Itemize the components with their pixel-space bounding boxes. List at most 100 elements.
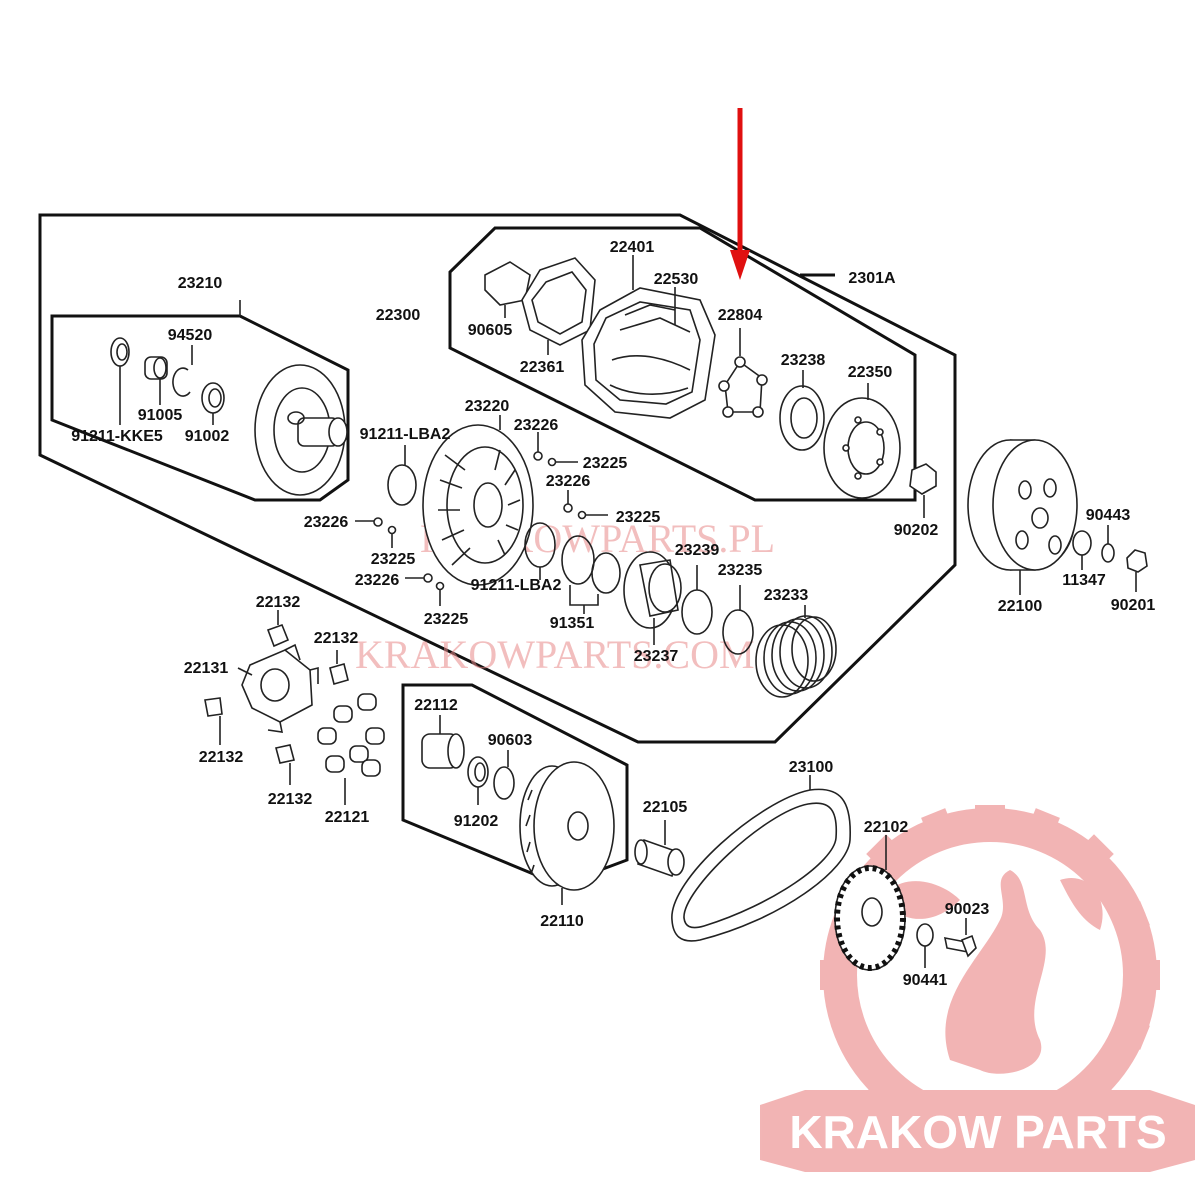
label-94520: 94520 bbox=[168, 327, 213, 344]
seal-91211-kke5-part bbox=[110, 337, 130, 425]
label-23225-d: 23225 bbox=[424, 611, 469, 628]
label-90603: 90603 bbox=[488, 732, 533, 749]
label-91211-kke5: 91211-KKE5 bbox=[71, 428, 163, 445]
label-22361: 22361 bbox=[520, 359, 565, 376]
guide-22132c-part bbox=[204, 697, 223, 745]
label-22530: 22530 bbox=[654, 271, 699, 288]
label-22121: 22121 bbox=[325, 809, 370, 826]
label-23100: 23100 bbox=[789, 759, 834, 776]
label-23226-b: 23226 bbox=[546, 473, 591, 490]
assembly-outline-22300 bbox=[448, 226, 917, 502]
screw-23226b-part bbox=[563, 490, 573, 513]
guide-22132d-part bbox=[275, 744, 295, 785]
label-90023: 90023 bbox=[945, 901, 990, 918]
label-2301a: 2301A bbox=[848, 270, 896, 287]
watermark-com: KRAKOWPARTS.COM bbox=[355, 632, 755, 677]
pins-22804-part bbox=[718, 328, 768, 418]
spring-plate-22530-part bbox=[624, 287, 676, 325]
label-22132-left: 22132 bbox=[199, 749, 244, 766]
label-23238: 23238 bbox=[781, 352, 826, 369]
label-90201: 90201 bbox=[1111, 597, 1156, 614]
logo-text: KRAKOW PARTS bbox=[789, 1106, 1166, 1158]
rollers-22121-part bbox=[317, 693, 385, 805]
label-22132-top: 22132 bbox=[256, 594, 301, 611]
label-23237: 23237 bbox=[634, 648, 679, 665]
label-91211-lba2-top: 91211-LBA2 bbox=[360, 426, 451, 443]
label-23210: 23210 bbox=[178, 275, 223, 292]
label-23225-b: 23225 bbox=[616, 509, 661, 526]
label-22131: 22131 bbox=[184, 660, 229, 677]
drive-belt-23100-part bbox=[671, 775, 851, 942]
bearing-23238-part bbox=[779, 370, 825, 451]
label-11347: 11347 bbox=[1062, 572, 1106, 589]
red-arrow-icon bbox=[730, 108, 750, 280]
label-23226-c: 23226 bbox=[304, 514, 349, 531]
springs-90605-part bbox=[484, 261, 531, 318]
label-22110: 22110 bbox=[540, 913, 584, 930]
label-90605: 90605 bbox=[468, 322, 513, 339]
oring-91211-lba2b-part bbox=[524, 522, 556, 580]
gasket-22361-part bbox=[521, 257, 596, 355]
bearing-91002-part bbox=[201, 382, 225, 425]
collar-23237-part bbox=[623, 551, 682, 645]
washer-90443-part bbox=[1101, 525, 1115, 563]
washer-23225b-part bbox=[577, 510, 608, 520]
label-23226-d: 23226 bbox=[355, 572, 400, 589]
label-22100: 22100 bbox=[998, 598, 1043, 615]
label-23220: 23220 bbox=[465, 398, 510, 415]
screw-23226a-part bbox=[533, 432, 543, 461]
label-91211-lba2-bottom: 91211-LBA2 bbox=[471, 577, 562, 594]
label-91002: 91002 bbox=[185, 428, 230, 445]
washer-90441-part bbox=[916, 923, 934, 968]
label-91005: 91005 bbox=[138, 407, 183, 424]
oring-23235-part bbox=[722, 585, 754, 655]
oring-91211-lba2-part bbox=[387, 445, 417, 506]
bolt-90023-part bbox=[943, 918, 977, 958]
guide-22132b-part bbox=[329, 650, 349, 685]
label-91351: 91351 bbox=[550, 615, 595, 632]
guide-22132a-part bbox=[266, 610, 290, 648]
spring-23233-part bbox=[755, 605, 837, 698]
movable-drive-face-22110-part bbox=[519, 761, 615, 905]
seal-91202-part bbox=[467, 756, 489, 805]
washer-23225a-part bbox=[547, 457, 578, 467]
krakow-parts-logo bbox=[760, 805, 1195, 1172]
label-22300: 22300 bbox=[376, 307, 421, 324]
label-22132-right: 22132 bbox=[314, 630, 359, 647]
label-90202: 90202 bbox=[894, 522, 939, 539]
washer-23225d-part bbox=[435, 581, 445, 606]
label-91202: 91202 bbox=[454, 813, 499, 830]
screw-23226c-part bbox=[355, 517, 383, 527]
label-22102: 22102 bbox=[864, 819, 909, 836]
label-23233: 23233 bbox=[764, 587, 809, 604]
assembly-outline-23210 bbox=[50, 314, 350, 502]
oring-23239-part bbox=[681, 565, 713, 635]
label-22401: 22401 bbox=[610, 239, 655, 256]
part-labels: 23210 94520 91005 91002 91211-KKE5 22300… bbox=[71, 239, 1155, 989]
housing-22401-part bbox=[581, 255, 716, 419]
nut-90202-part bbox=[909, 463, 937, 518]
plate-22350-part bbox=[823, 383, 901, 499]
fixed-drive-face-22102-part bbox=[834, 835, 906, 971]
bearing-91005-part bbox=[144, 356, 168, 405]
label-23239: 23239 bbox=[675, 542, 720, 559]
clutch-bell-22100-part bbox=[967, 439, 1078, 595]
label-22804: 22804 bbox=[718, 307, 763, 324]
label-22132-bottom: 22132 bbox=[268, 791, 313, 808]
circlip-94520-part bbox=[172, 345, 193, 397]
label-23225-c: 23225 bbox=[371, 551, 416, 568]
washer-23225c-part bbox=[387, 525, 397, 548]
driven-pulley-23210-part bbox=[239, 300, 348, 496]
ramp-plate-22131-part bbox=[237, 643, 319, 733]
orings-91351-part bbox=[561, 535, 621, 614]
assembly-outline-2301a bbox=[38, 213, 957, 744]
label-22105: 22105 bbox=[643, 799, 688, 816]
oring-90603-part bbox=[493, 750, 515, 800]
label-22112: 22112 bbox=[414, 697, 458, 714]
label-23226-a: 23226 bbox=[514, 417, 559, 434]
collar-22105-part bbox=[634, 820, 685, 878]
assembly-outline-22110 bbox=[401, 683, 629, 887]
bush-22112-part bbox=[421, 715, 465, 769]
screw-23226d-part bbox=[405, 573, 433, 583]
